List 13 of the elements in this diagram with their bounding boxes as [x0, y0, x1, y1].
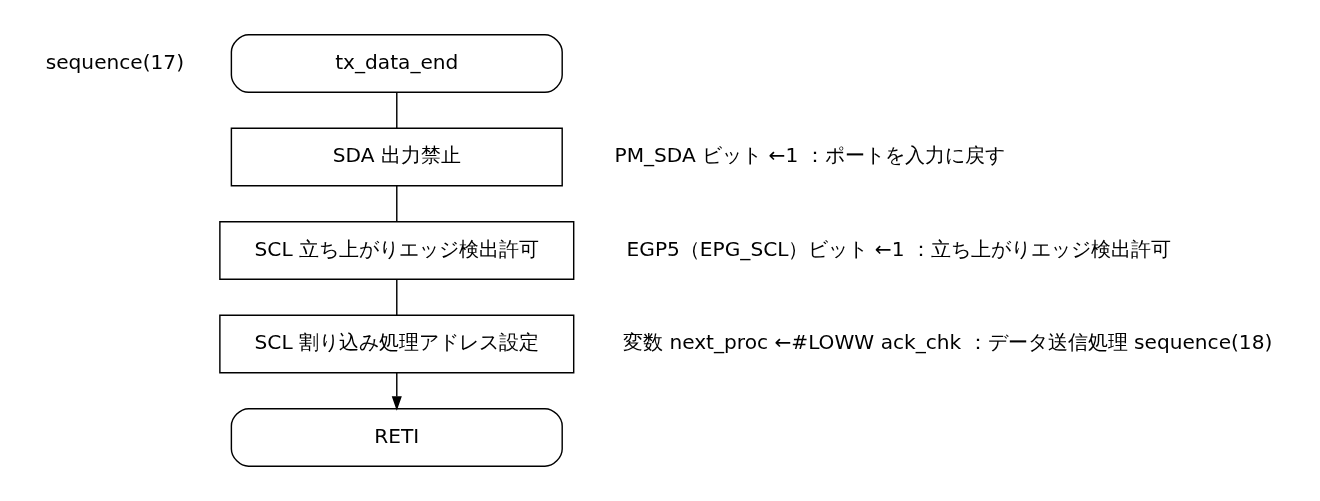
arrow — [391, 372, 402, 411]
node-box: RETI — [230, 408, 563, 467]
connector — [396, 278, 398, 316]
label: sequence(17) — [45, 49, 185, 74]
connector — [396, 91, 398, 129]
node-label: EGP5（EPG_SCL）ビット ←1 ：立ち上がりエッジ検出許可 — [626, 236, 1171, 261]
node-box: SCL 立ち上がりエッジ検出許可 — [219, 221, 575, 280]
node-box: tx_data_end — [230, 34, 563, 93]
node-box: SCL 割り込み処理アドレス設定 — [219, 314, 575, 374]
connector — [396, 185, 398, 223]
node-label: 変数 next_proc ←#LOWW ack_chk ：データ送信処理 sequence(18) — [622, 330, 1273, 355]
node-box: SDA 出力禁止 — [230, 127, 563, 187]
node-label: PM_SDA ビット ←1 ：ポートを入力に戻す — [614, 143, 1005, 168]
